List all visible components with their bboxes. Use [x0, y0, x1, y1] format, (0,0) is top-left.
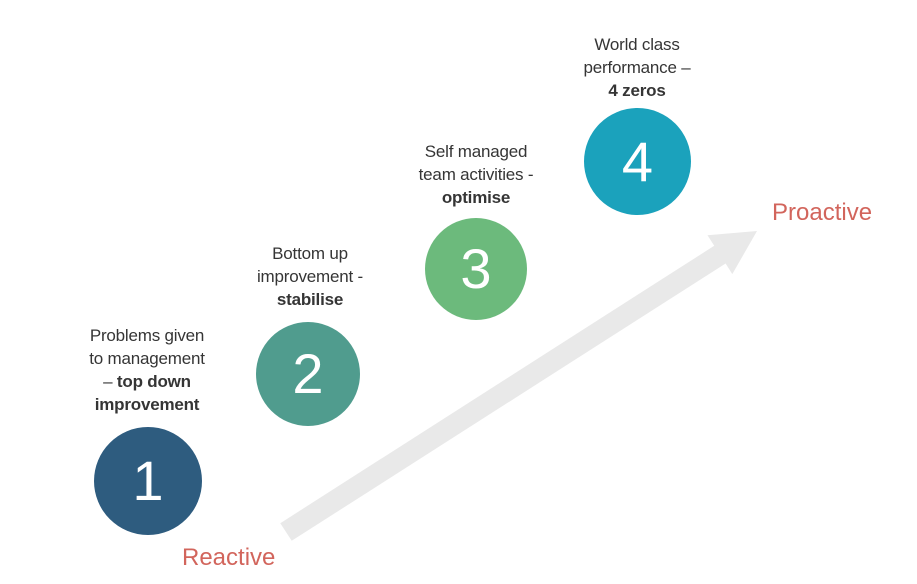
step-2-number: 2 [292, 342, 324, 405]
step-3-number: 3 [460, 237, 492, 300]
step-4-circle: 4 [584, 108, 691, 215]
step-4-number: 4 [621, 129, 654, 193]
growth-arrow-shape [280, 231, 757, 541]
step-3-circle: 3 [425, 218, 527, 320]
step-2-circle: 2 [256, 322, 360, 426]
step-1-number: 1 [132, 449, 164, 512]
step-1-circle: 1 [94, 427, 202, 535]
reactive-label: Reactive [182, 544, 276, 571]
proactive-label: Proactive [772, 199, 873, 226]
